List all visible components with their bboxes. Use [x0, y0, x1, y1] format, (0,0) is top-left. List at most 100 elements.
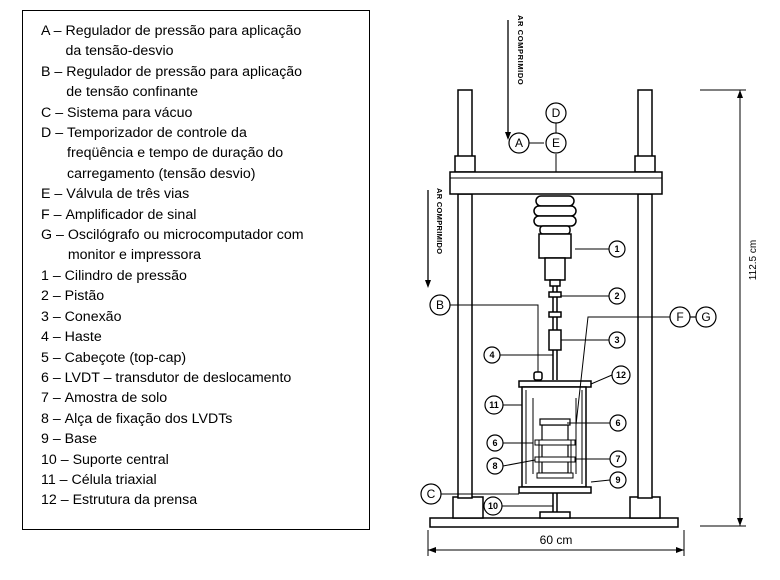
callout-circle-a: [508, 132, 530, 154]
callout-label-11: 11: [489, 400, 499, 410]
width-dimension-label: 60 cm: [540, 533, 573, 547]
top-air-inlet: [505, 20, 557, 172]
legend-text: Alça de fixação dos LVDTs: [64, 410, 233, 427]
legend-item-g: G – Oscilógrafo ou microcomputador com m…: [41, 225, 359, 266]
callout-label-10: 10: [488, 501, 498, 511]
legend-text: Conexão: [64, 308, 122, 325]
legend-text: Amplificador de sinal: [65, 206, 197, 223]
legend-text: Amostra de solo: [64, 390, 168, 407]
legend-text: Sistema para vácuo: [67, 104, 193, 121]
callout-circle-6a: [609, 414, 627, 432]
callout-label-2: 2: [614, 291, 619, 301]
legend-item-1: 1 – Cilindro de pressão: [41, 266, 359, 286]
legend-key: 12 –: [41, 492, 73, 509]
legend-item-3: 3 – Conexão: [41, 307, 359, 327]
legend-item-e: E – Válvula de três vias: [41, 184, 359, 204]
height-dimension: [700, 89, 746, 527]
legend-text: Base: [64, 431, 98, 448]
callout-label-e: E: [552, 136, 560, 150]
callout-label-6b: 6: [492, 438, 497, 448]
callout-circle-4: [483, 346, 501, 364]
left-air-inlet: [425, 190, 431, 288]
pressure-cylinder: [533, 195, 577, 287]
height-dimension-label: 112.5 cm: [748, 240, 759, 280]
legend-key: 3 –: [41, 308, 65, 325]
legend-text: Regulador de pressão para aplicação da t…: [65, 23, 302, 60]
legend-item-c: C – Sistema para vácuo: [41, 103, 359, 123]
callout-label-8: 8: [492, 461, 497, 471]
legend-text: Pistão: [64, 288, 105, 305]
legend-text: Cilindro de pressão: [64, 267, 187, 284]
legend-item-5: 5 – Cabeçote (top-cap): [41, 348, 359, 368]
legend-text: Temporizador de controle da freqüência e…: [67, 125, 284, 182]
legend-text: Cabeçote (top-cap): [64, 349, 187, 366]
legend-key: 1 –: [41, 267, 65, 284]
legend-item-6: 6 – LVDT – transdutor de deslocamento: [41, 368, 359, 388]
callout-circle-6b: [486, 434, 504, 452]
legend-key: 11 –: [41, 471, 72, 488]
callout-circle-b: [429, 294, 451, 316]
legend-text: Estrutura da prensa: [72, 492, 198, 509]
legend-box: A – Regulador de pressão para aplicação …: [22, 10, 370, 530]
legend-key: D –: [41, 125, 68, 142]
callout-label-a: A: [515, 136, 523, 150]
legend-key: G –: [41, 227, 68, 244]
legend-key: E –: [41, 186, 67, 203]
legend-text: Válvula de três vias: [66, 186, 190, 203]
legend-item-12: 12 – Estrutura da prensa: [41, 490, 359, 510]
callout-circle-11: [484, 395, 504, 415]
callout-circle-1: [608, 240, 626, 258]
callout-label-d: D: [552, 106, 561, 120]
legend-key: 4 –: [41, 329, 65, 346]
right-column: [634, 89, 656, 499]
legend-key: B –: [41, 63, 67, 80]
callout-circle-12: [611, 365, 631, 385]
callout-circle-7: [609, 450, 627, 468]
width-dimension: [427, 530, 685, 556]
air-label-top: AR COMPRIMIDO: [516, 15, 525, 85]
legend-text: Oscilógrafo ou microcomputador com monit…: [67, 227, 304, 264]
legend-item-10: 10 – Suporte central: [41, 450, 359, 470]
callout-label-4: 4: [489, 350, 494, 360]
legend-text: Haste: [64, 329, 102, 346]
callout-circle-c: [420, 483, 442, 505]
callout-label-6a: 6: [615, 418, 620, 428]
callout-label-b: B: [436, 298, 444, 312]
callout-label-7: 7: [615, 454, 620, 464]
legend-text: LVDT – transdutor de deslocamento: [64, 369, 292, 386]
cross-beam: [449, 171, 663, 195]
legend-key: F –: [41, 206, 66, 223]
legend-item-8: 8 – Alça de fixação dos LVDTs: [41, 409, 359, 429]
legend-list: A – Regulador de pressão para aplicação …: [41, 21, 359, 511]
legend-item-11: 11 – Célula triaxial: [41, 470, 359, 490]
callout-circle-9: [609, 471, 627, 489]
legend-item-d: D – Temporizador de controle da freqüênc…: [41, 123, 359, 184]
legend-item-2: 2 – Pistão: [41, 286, 359, 306]
callout-label-f: F: [676, 310, 683, 324]
callout-circle-10: [483, 496, 503, 516]
air-label-left: AR COMPRIMIDO: [435, 188, 444, 254]
legend-text: Suporte central: [72, 451, 169, 468]
legend-key: A –: [41, 23, 66, 39]
callout-label-9: 9: [615, 475, 620, 485]
callout-circle-d: [545, 102, 567, 124]
legend-item-b: B – Regulador de pressão para aplicação …: [41, 62, 359, 103]
legend-item-7: 7 – Amostra de solo: [41, 388, 359, 408]
legend-key: 9 –: [41, 431, 65, 448]
legend-item-f: F – Amplificador de sinal: [41, 205, 359, 225]
callout-circle-8: [486, 457, 504, 475]
legend-item-9: 9 – Base: [41, 429, 359, 449]
legend-text: Célula triaxial: [71, 471, 157, 488]
callout-circle-e: [545, 132, 567, 154]
callout-label-c: C: [427, 487, 436, 501]
legend-key: 6 –: [41, 369, 65, 386]
legend-item-4: 4 – Haste: [41, 327, 359, 347]
legend-key: 7 –: [41, 390, 65, 407]
legend-item-a: A – Regulador de pressão para aplicação …: [41, 21, 359, 62]
callout-label-3: 3: [614, 335, 619, 345]
callout-leaders: [500, 248, 686, 507]
central-support: [539, 493, 571, 519]
callout-label-12: 12: [616, 370, 626, 380]
callout-circle-3: [608, 331, 626, 349]
legend-key: 10 –: [41, 451, 73, 468]
